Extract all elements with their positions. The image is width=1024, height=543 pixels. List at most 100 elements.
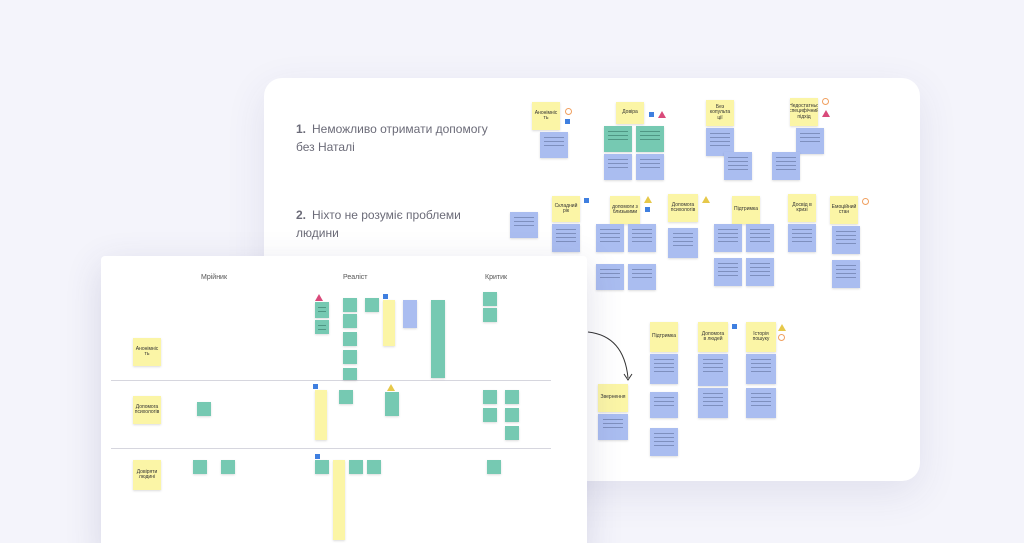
- sticky-note[interactable]: [505, 408, 519, 422]
- sticky-note[interactable]: Історія пошуку: [746, 322, 776, 352]
- sticky-note[interactable]: [636, 154, 664, 180]
- triangle-marker-icon: [315, 294, 323, 301]
- sticky-note[interactable]: [193, 460, 207, 474]
- sticky-note[interactable]: [604, 154, 632, 180]
- sticky-note[interactable]: Допомога в людей: [698, 322, 728, 352]
- sticky-note[interactable]: [197, 402, 211, 416]
- problem-text: Неможливо отримати допомогу без Наталі: [296, 122, 488, 154]
- sticky-note[interactable]: [650, 354, 678, 384]
- square-marker-icon: [315, 454, 320, 459]
- triangle-marker-icon: [822, 110, 830, 117]
- column-header-realist: Реаліст: [343, 274, 368, 281]
- sticky-note[interactable]: [315, 320, 329, 334]
- square-marker-icon: [565, 119, 570, 124]
- sticky-note[interactable]: Підтримка: [732, 196, 760, 224]
- sticky-note[interactable]: Анонімніс ть: [532, 102, 560, 130]
- sticky-note[interactable]: [431, 300, 445, 378]
- sticky-note[interactable]: Недостатньо специфічний підхід: [790, 98, 818, 126]
- problem-item-1: 1.Неможливо отримати допомогу без Наталі: [296, 120, 496, 156]
- sticky-note[interactable]: [598, 414, 628, 440]
- circle-marker-icon: [862, 198, 869, 205]
- sticky-note[interactable]: [365, 298, 379, 312]
- sticky-note[interactable]: [636, 126, 664, 152]
- sticky-note[interactable]: [383, 300, 395, 346]
- sticky-note[interactable]: Довіра: [616, 102, 644, 124]
- triangle-marker-icon: [387, 384, 395, 391]
- sticky-note[interactable]: Складний рік: [552, 196, 580, 222]
- sticky-note[interactable]: Підтримка: [650, 322, 678, 352]
- sticky-note[interactable]: [487, 460, 501, 474]
- sticky-note[interactable]: [628, 224, 656, 252]
- sticky-note[interactable]: [505, 426, 519, 440]
- problem-text: Ніхто не розуміє проблеми людини: [296, 208, 461, 240]
- column-header-critic: Критик: [485, 274, 508, 281]
- row-label-psych-help[interactable]: Допомога психологів: [133, 396, 161, 424]
- sticky-note[interactable]: [315, 302, 329, 318]
- sticky-note[interactable]: [349, 460, 363, 474]
- sticky-note[interactable]: [510, 212, 538, 238]
- row-label-trust[interactable]: Довіряти людині: [133, 460, 161, 490]
- sticky-note[interactable]: [746, 224, 774, 252]
- sticky-note[interactable]: [772, 152, 800, 180]
- square-marker-icon: [645, 207, 650, 212]
- triangle-marker-icon: [778, 324, 786, 331]
- sticky-note[interactable]: [714, 258, 742, 286]
- sticky-note[interactable]: [746, 354, 776, 384]
- problem-number: 1.: [296, 122, 307, 136]
- sticky-note[interactable]: [367, 460, 381, 474]
- sticky-note[interactable]: [339, 390, 353, 404]
- sticky-note[interactable]: [343, 314, 357, 328]
- circle-marker-icon: [778, 334, 785, 341]
- sticky-note[interactable]: [668, 228, 698, 258]
- sticky-note[interactable]: [746, 258, 774, 286]
- sticky-note[interactable]: [628, 264, 656, 290]
- row-divider: [111, 448, 551, 449]
- sticky-note[interactable]: [698, 354, 728, 386]
- sticky-note[interactable]: [343, 350, 357, 364]
- sticky-note[interactable]: [832, 226, 860, 254]
- problem-item-2: 2.Ніхто не розуміє проблеми людини: [296, 206, 496, 242]
- sticky-note[interactable]: [650, 428, 678, 456]
- sticky-note[interactable]: [596, 224, 624, 252]
- sticky-note[interactable]: [540, 132, 568, 158]
- sticky-note[interactable]: Допомога психологів: [668, 194, 698, 222]
- sticky-note[interactable]: [832, 260, 860, 288]
- sticky-note[interactable]: [221, 460, 235, 474]
- sticky-note[interactable]: Без копульта ції: [706, 100, 734, 126]
- sticky-note[interactable]: Звернення: [598, 384, 628, 412]
- sticky-note[interactable]: [698, 388, 728, 418]
- sticky-note[interactable]: [343, 368, 357, 380]
- sticky-note[interactable]: [650, 392, 678, 418]
- row-divider: [111, 380, 551, 381]
- sticky-note[interactable]: [796, 128, 824, 154]
- circle-marker-icon: [822, 98, 829, 105]
- sticky-note[interactable]: [343, 298, 357, 312]
- row-label-anonymity[interactable]: Анонімніс ть: [133, 338, 161, 366]
- sticky-note[interactable]: допомоги з близькими: [610, 196, 640, 224]
- sticky-note[interactable]: [483, 390, 497, 404]
- sticky-note[interactable]: [483, 292, 497, 306]
- triangle-marker-icon: [644, 196, 652, 203]
- sticky-note[interactable]: [788, 224, 816, 252]
- square-marker-icon: [649, 112, 654, 117]
- sticky-note[interactable]: Емоційний стан: [830, 196, 858, 224]
- sticky-note[interactable]: [483, 308, 497, 322]
- sticky-note[interactable]: [746, 388, 776, 418]
- column-header-dreamer: Мрійник: [201, 274, 228, 281]
- sticky-note[interactable]: [505, 390, 519, 404]
- square-marker-icon: [383, 294, 388, 299]
- sticky-note[interactable]: [714, 224, 742, 252]
- sticky-note[interactable]: [333, 460, 345, 540]
- sticky-note[interactable]: [724, 152, 752, 180]
- sticky-note[interactable]: [385, 392, 399, 416]
- sticky-note[interactable]: [315, 390, 327, 440]
- sticky-note[interactable]: Досвід в кризі: [788, 194, 816, 222]
- sticky-note[interactable]: [596, 264, 624, 290]
- sticky-note[interactable]: [403, 300, 417, 328]
- sticky-note[interactable]: [604, 126, 632, 152]
- sticky-note[interactable]: [483, 408, 497, 422]
- sticky-note[interactable]: [552, 224, 580, 252]
- square-marker-icon: [732, 324, 737, 329]
- sticky-note[interactable]: [315, 460, 329, 474]
- sticky-note[interactable]: [343, 332, 357, 346]
